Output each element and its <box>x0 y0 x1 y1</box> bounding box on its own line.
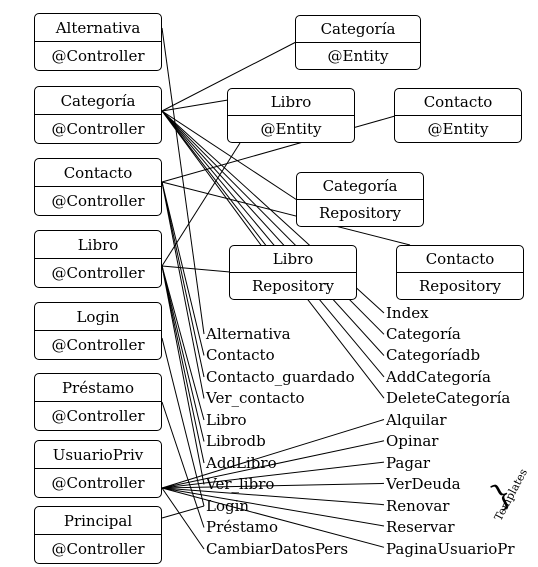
template-label-right: VerDeuda <box>386 475 461 493</box>
controller-box-categoria[interactable]: Categoría @Controller <box>34 86 162 144</box>
repository-name: Categoría <box>322 177 398 196</box>
template-label-left: Librodb <box>206 432 266 450</box>
connection-line <box>161 440 385 489</box>
repository-name: Libro <box>272 250 314 269</box>
controller-stereotype: @Controller <box>35 468 161 497</box>
template-label-right: Reservar <box>386 518 455 536</box>
template-label-right: DeleteCategoría <box>386 389 511 407</box>
template-label-right: Categoríadb <box>386 346 481 364</box>
repository-stereotype: Repository <box>397 271 523 300</box>
controller-stereotype: @Controller <box>35 41 161 70</box>
controller-stereotype: @Controller <box>35 258 161 287</box>
connection-line <box>161 487 385 548</box>
templates-tag: } Templates <box>485 467 538 540</box>
template-label-left: Contacto_guardado <box>206 368 355 386</box>
template-label-right: Renovar <box>386 497 450 515</box>
connection-line <box>161 110 385 356</box>
entity-box-contacto[interactable]: Contacto @Entity <box>394 88 522 143</box>
connection-line <box>161 265 205 421</box>
controller-box-usuariopriv[interactable]: UsuarioPriv @Controller <box>34 440 162 498</box>
connection-line <box>161 419 385 489</box>
connection-line <box>161 181 205 356</box>
entity-name: Categoría <box>320 20 396 39</box>
connection-line <box>161 265 205 464</box>
controller-name: Alternativa <box>55 19 141 37</box>
connection-line <box>161 265 205 485</box>
controller-stereotype: @Controller <box>35 330 161 359</box>
repository-stereotype: Repository <box>297 198 423 227</box>
template-label-right: Alquilar <box>386 411 447 429</box>
connection-line <box>161 110 385 378</box>
entity-stereotype: @Entity <box>228 114 354 143</box>
controller-box-prestamo[interactable]: Préstamo @Controller <box>34 373 162 431</box>
template-label-left: Login <box>206 497 250 515</box>
template-label-left: CambiarDatosPers <box>206 540 349 558</box>
template-label-right: Opinar <box>386 432 439 450</box>
template-label-right: Pagar <box>386 454 431 472</box>
connection-line <box>161 41 297 112</box>
connection-line <box>161 265 231 273</box>
controller-name: Categoría <box>60 92 136 110</box>
template-label-right: Index <box>386 304 429 322</box>
template-label-left: Ver_contacto <box>206 389 305 407</box>
repository-box-libro[interactable]: Libro Repository <box>229 245 357 300</box>
connection-line <box>161 265 205 442</box>
repository-box-categoria[interactable]: Categoría Repository <box>296 172 424 227</box>
controller-name: Libro <box>77 236 119 254</box>
template-label-left: Alternativa <box>206 325 291 343</box>
connection-line <box>161 142 241 267</box>
connection-line <box>161 487 385 506</box>
connection-line <box>161 115 396 183</box>
connection-line <box>161 401 205 528</box>
controller-box-contacto[interactable]: Contacto @Controller <box>34 158 162 216</box>
connection-line <box>161 487 385 527</box>
entity-stereotype: @Entity <box>395 114 521 143</box>
template-label-left: AddLibro <box>206 454 277 472</box>
repository-box-contacto[interactable]: Contacto Repository <box>396 245 524 300</box>
template-label-left: Ver_libro <box>206 475 275 493</box>
controller-box-principal[interactable]: Principal @Controller <box>34 506 162 564</box>
controller-box-alternativa[interactable]: Alternativa @Controller <box>34 13 162 71</box>
template-label-right: AddCategoría <box>386 368 491 386</box>
entity-name: Libro <box>270 93 312 112</box>
connection-line <box>161 181 205 378</box>
connection-line <box>161 181 411 246</box>
controller-box-libro[interactable]: Libro @Controller <box>34 230 162 288</box>
entity-box-categoria[interactable]: Categoría @Entity <box>295 15 421 70</box>
entity-box-libro[interactable]: Libro @Entity <box>227 88 355 143</box>
template-label-right: PaginaUsuarioPr <box>386 540 515 558</box>
connection-line <box>161 461 385 489</box>
controller-stereotype: @Controller <box>35 534 161 563</box>
connection-line <box>161 482 385 489</box>
controller-name: Principal <box>63 512 133 530</box>
template-label-left: Contacto <box>206 346 275 364</box>
controller-stereotype: @Controller <box>35 401 161 430</box>
connection-line <box>161 487 205 550</box>
connection-line <box>161 337 205 507</box>
entity-name: Contacto <box>423 93 493 112</box>
connection-line <box>161 505 205 519</box>
connection-line <box>161 99 229 112</box>
controller-stereotype: @Controller <box>35 114 161 143</box>
controller-name: Login <box>76 308 120 326</box>
connection-line <box>161 181 205 399</box>
repository-name: Contacto <box>425 250 495 269</box>
controller-name: Contacto <box>63 164 133 182</box>
controller-stereotype: @Controller <box>35 186 161 215</box>
connection-line <box>161 27 205 335</box>
entity-stereotype: @Entity <box>296 41 420 70</box>
template-label-left: Libro <box>206 411 247 429</box>
connection-line <box>161 110 298 201</box>
repository-stereotype: Repository <box>230 271 356 300</box>
template-label-left: Préstamo <box>206 518 279 536</box>
controller-box-login[interactable]: Login @Controller <box>34 302 162 360</box>
controller-name: UsuarioPriv <box>52 446 144 464</box>
template-label-right: Categoría <box>386 325 461 343</box>
controller-name: Préstamo <box>61 379 135 397</box>
